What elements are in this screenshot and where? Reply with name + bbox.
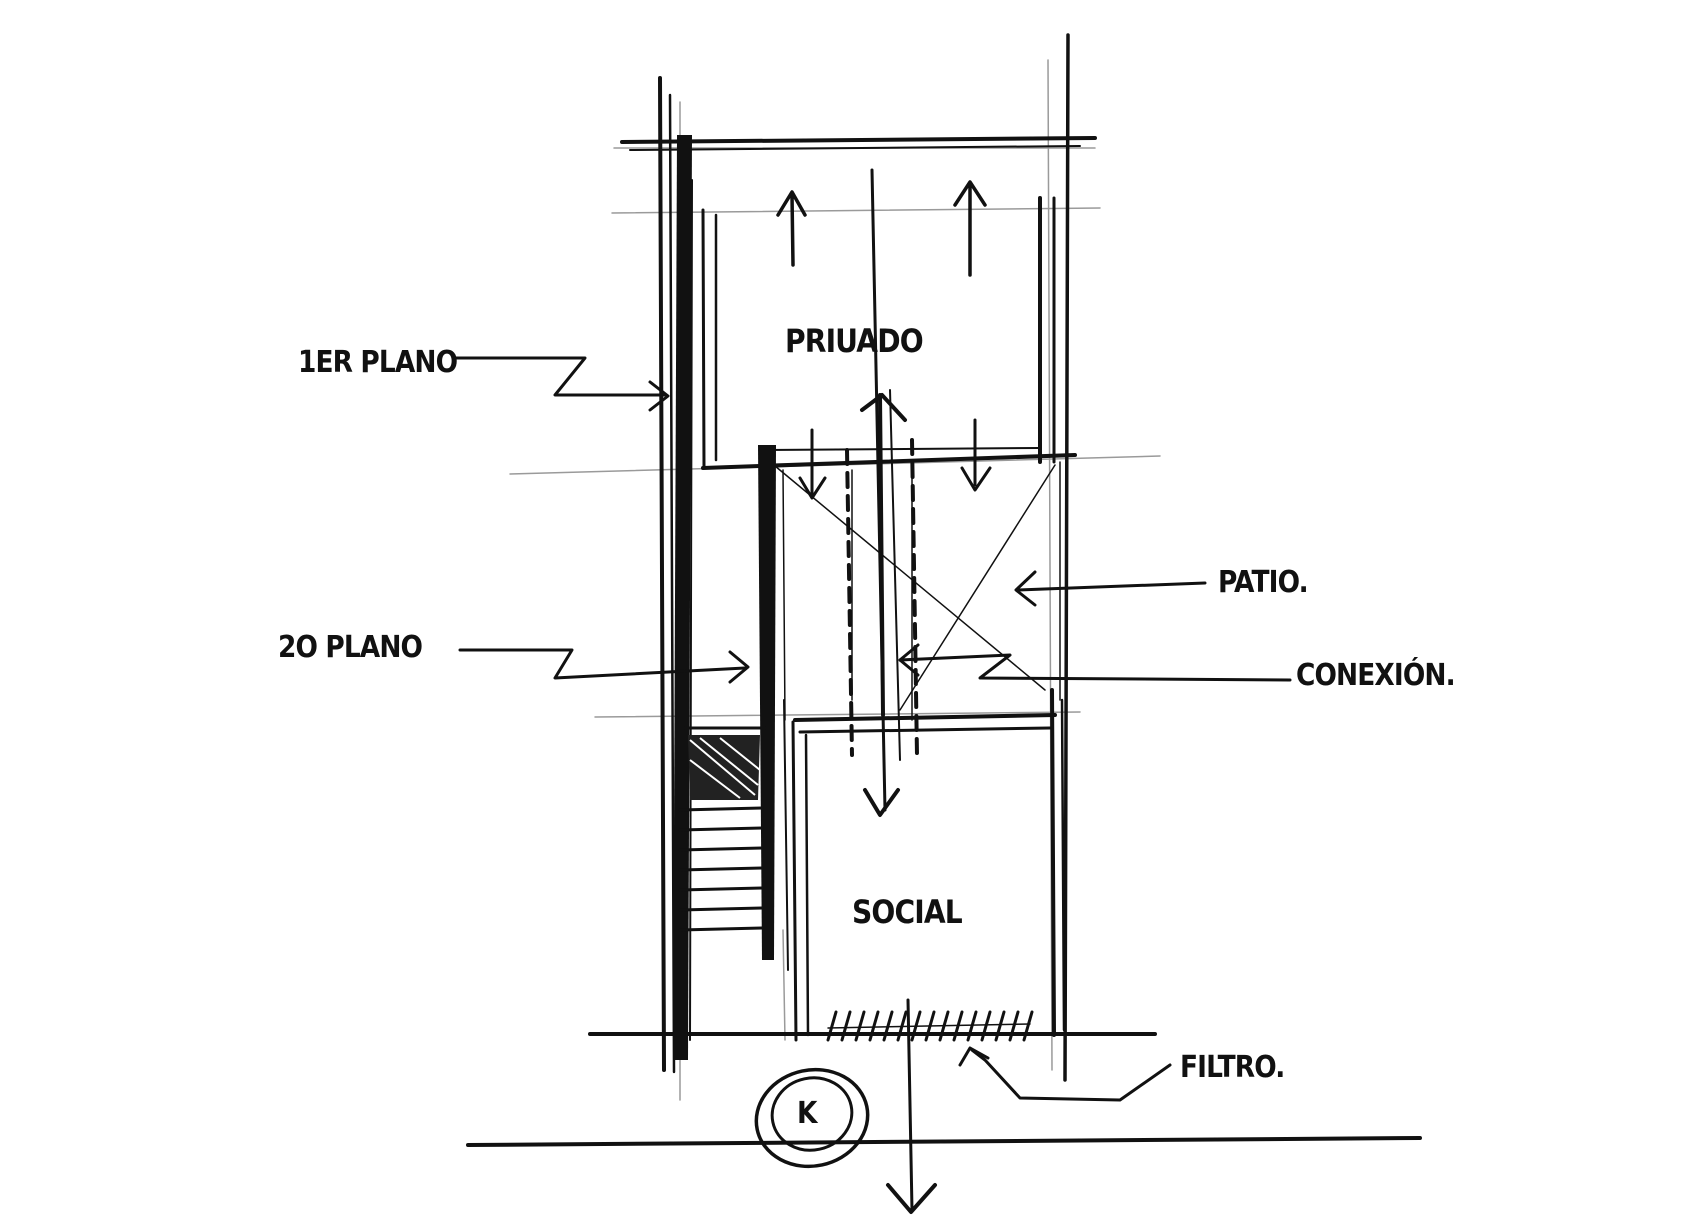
segundo-plano-label: 2O PLANO xyxy=(278,630,423,665)
first-plane-wall xyxy=(673,135,693,1060)
primer-plano-label: 1ER PLANO xyxy=(298,345,458,380)
access-mark-letter: K xyxy=(797,1096,817,1131)
filter-hatch xyxy=(826,1010,1034,1042)
social-label: SOCIAL xyxy=(852,893,963,931)
filtro-label: FILTRO. xyxy=(1180,1050,1285,1085)
stair xyxy=(678,726,767,932)
patio-label: PATIO. xyxy=(1218,565,1309,600)
second-plane-wall xyxy=(758,445,789,971)
privado-zone xyxy=(701,180,1077,500)
privado-label: PRIUADO xyxy=(785,322,924,360)
access-mark xyxy=(754,1067,870,1169)
patio-zone xyxy=(774,438,1061,757)
leader-lines xyxy=(453,356,1292,1102)
social-zone xyxy=(791,688,1066,1042)
conexion-label: CONEXIÓN. xyxy=(1296,658,1456,693)
